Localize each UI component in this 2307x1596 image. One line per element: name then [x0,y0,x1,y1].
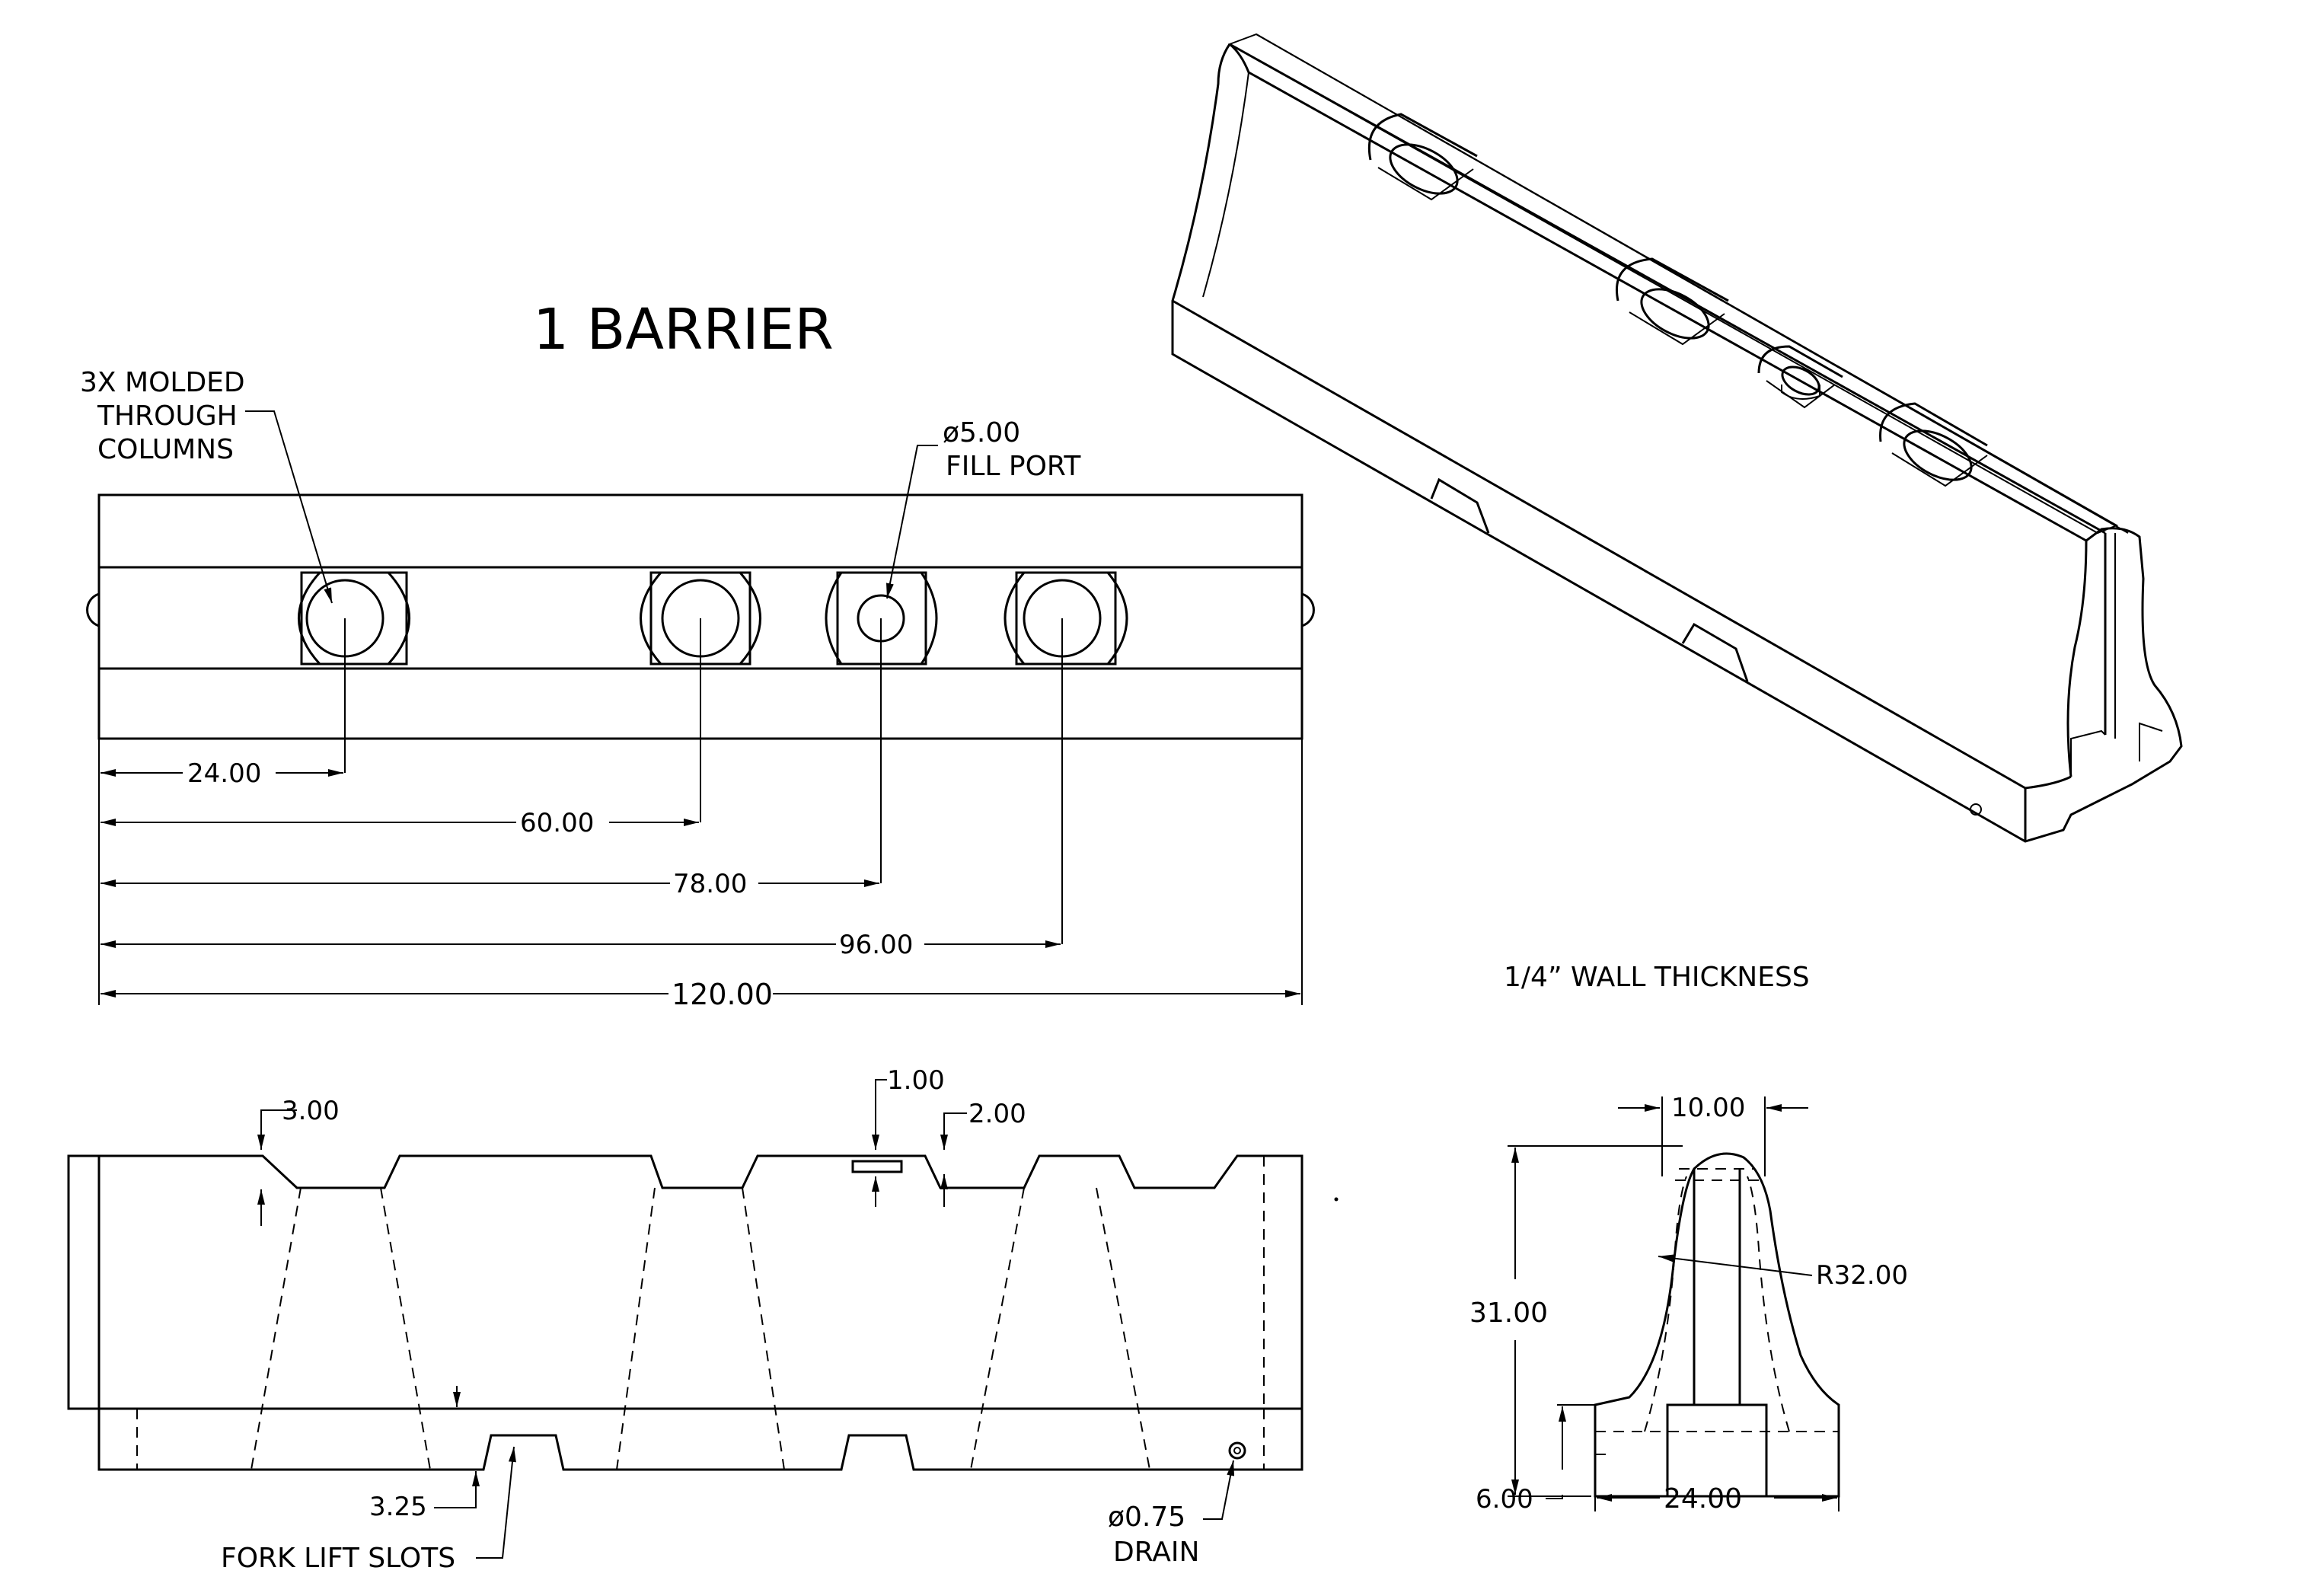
svg-text:6.00: 6.00 [1476,1484,1533,1515]
iso-fill-port [1757,345,1843,409]
dim-side-6: 6.00 [1476,1404,1595,1515]
svg-text:FORK LIFT SLOTS: FORK LIFT SLOTS [221,1543,455,1574]
svg-text:3X MOLDED: 3X MOLDED [80,367,245,398]
isometric-view [1171,33,2183,843]
iso-column-2 [1616,257,1729,346]
svg-text:ø0.75: ø0.75 [1108,1502,1185,1533]
drain-callout: ø0.75 DRAIN [1108,1460,1235,1568]
fork-lift-callout: FORK LIFT SLOTS [221,1446,516,1574]
svg-text:3.00: 3.00 [282,1096,340,1126]
svg-text:THROUGH: THROUGH [97,401,238,432]
fill-port-callout: ø5.00 FILL PORT [885,417,1081,599]
svg-text:3.25: 3.25 [369,1492,427,1522]
dim-325: 3.25 [369,1386,480,1522]
side-view: 10.00 R32.00 31.00 6.00 2 [1469,1093,1908,1515]
svg-text:FILL PORT: FILL PORT [946,451,1081,482]
iso-column-1 [1367,113,1478,201]
svg-text:1.00: 1.00 [887,1065,945,1096]
svg-text:96.00: 96.00 [839,930,913,960]
dim-24: 24.00 [101,758,343,789]
dim-2: 2.00 [940,1099,1026,1207]
dim-60: 60.00 [101,808,699,838]
column-3 [1004,571,1128,666]
dim-120: 120.00 [101,978,1300,1011]
svg-text:31.00: 31.00 [1469,1298,1548,1329]
iso-column-3 [1879,402,1988,487]
svg-text:24.00: 24.00 [1664,1483,1742,1515]
dim-96: 96.00 [101,930,1061,960]
svg-text:DRAIN: DRAIN [1113,1537,1199,1568]
dim-side-31: 31.00 [1469,1145,1683,1497]
top-view: 3X MOLDED THROUGH COLUMNS ø5.00 FILL POR… [80,367,1315,1011]
svg-text:COLUMNS: COLUMNS [97,434,234,465]
dim-78: 78.00 [101,869,879,899]
dim-side-10: 10.00 [1618,1093,1808,1176]
front-view: 3.00 1.00 2.00 3.25 FORK LIFT SLOTS ø0.7… [67,1065,1303,1574]
svg-text:78.00: 78.00 [673,869,747,899]
dim-side-24: 24.00 [1594,1483,1840,1515]
svg-text:10.00: 10.00 [1671,1093,1745,1123]
svg-text:120.00: 120.00 [672,978,773,1011]
drawing-title: 1 BARRIER [533,297,834,362]
svg-text:24.00: 24.00 [187,758,261,789]
dim-1: 1.00 [872,1065,945,1207]
svg-text:R32.00: R32.00 [1816,1260,1908,1291]
svg-text:2.00: 2.00 [968,1099,1026,1129]
dim-3: 3.00 [257,1096,340,1226]
column-1 [298,571,410,666]
wall-thickness-note: 1/4” WALL THICKNESS [1504,962,1810,993]
svg-text:60.00: 60.00 [520,808,594,838]
columns-callout: 3X MOLDED THROUGH COLUMNS [80,367,333,604]
dim-side-r32: R32.00 [1658,1254,1908,1291]
svg-text:ø5.00: ø5.00 [943,417,1020,448]
